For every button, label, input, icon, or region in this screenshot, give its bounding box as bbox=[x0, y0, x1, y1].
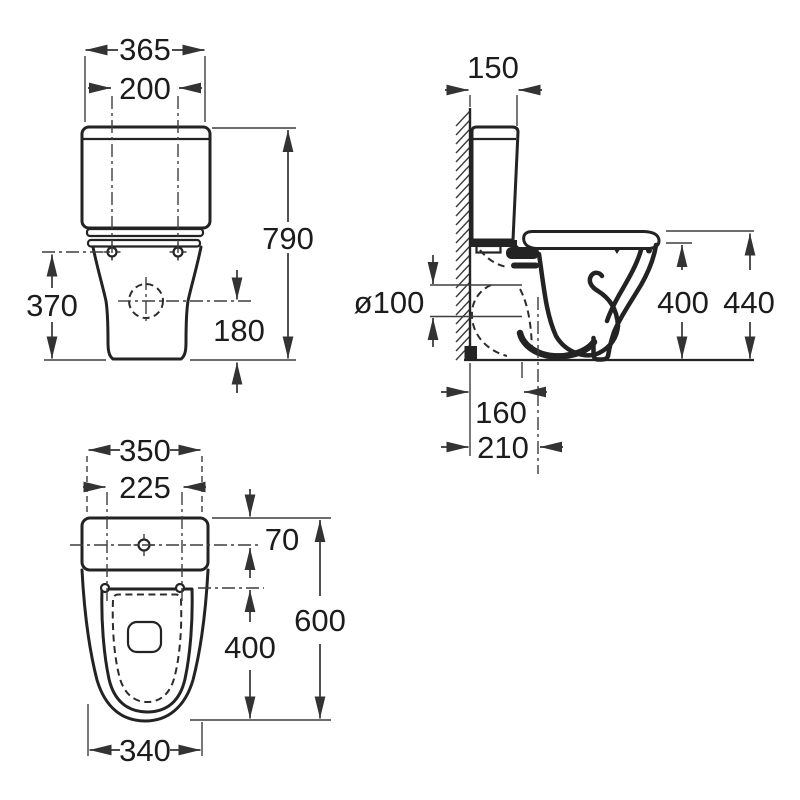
dim-plan-overall-depth: 600 bbox=[294, 520, 346, 719]
dim-label-370: 370 bbox=[26, 288, 78, 323]
dim-side-cistern-depth: 150 bbox=[445, 50, 542, 96]
dim-front-overall-height: 790 bbox=[262, 130, 314, 359]
dim-label-365: 365 bbox=[119, 32, 171, 67]
wall-floor-corner-block bbox=[464, 346, 477, 360]
dim-label-225: 225 bbox=[119, 470, 171, 505]
dim-plan-fixing-to-front: 400 bbox=[224, 590, 276, 719]
plan-bowl-outline bbox=[80, 568, 210, 723]
dim-label-210: 210 bbox=[477, 430, 529, 465]
front-cistern-base bbox=[85, 227, 205, 238]
dim-side-outlet-diameter: ø100 bbox=[354, 255, 439, 347]
dim-side-seat-height: 440 bbox=[723, 233, 775, 359]
wall-hatching bbox=[455, 110, 471, 361]
dim-label-600: 600 bbox=[294, 603, 346, 638]
plan-fixing-hole-left bbox=[99, 582, 111, 594]
seat-front-bumper bbox=[646, 247, 652, 254]
dim-front-fixing-height: 370 bbox=[26, 254, 78, 359]
dim-front-overall-width: 365 bbox=[85, 32, 205, 67]
inlet-hole-cross-ticks bbox=[133, 534, 155, 556]
side-seat-outline bbox=[522, 230, 661, 250]
dim-plan-inlet-offset: 70 bbox=[244, 489, 299, 578]
side-elevation-view: 150 ø100 400 440 160 210 bbox=[354, 50, 775, 474]
dim-label-400-plan: 400 bbox=[224, 630, 276, 665]
dim-front-fixing-centres: 200 bbox=[88, 71, 202, 106]
dim-label-o100: ø100 bbox=[354, 285, 425, 320]
dim-side-rim-height: 400 bbox=[657, 245, 709, 359]
bowl-front-outer-wall bbox=[605, 242, 659, 359]
front-pedestal-outline bbox=[91, 245, 203, 361]
side-cistern-outline bbox=[470, 125, 520, 242]
side-fixing-bracket bbox=[475, 244, 502, 254]
front-bowl-deck bbox=[86, 238, 202, 248]
dim-label-160: 160 bbox=[475, 395, 527, 430]
deck-curve bbox=[512, 240, 526, 252]
hidden-inlet-arc bbox=[479, 249, 508, 268]
dim-plan-rear-width: 350 bbox=[88, 433, 201, 468]
dim-label-340: 340 bbox=[119, 733, 171, 768]
plan-fixing-hole-right bbox=[174, 582, 186, 594]
dim-label-200: 200 bbox=[119, 71, 171, 106]
dim-label-440: 440 bbox=[723, 285, 775, 320]
dim-label-150: 150 bbox=[467, 50, 519, 85]
dim-plan-fixing-centres: 225 bbox=[83, 470, 206, 505]
trap-bottom bbox=[516, 329, 598, 360]
plan-view: 350 225 70 400 600 340 bbox=[70, 433, 346, 768]
dim-plan-front-width: 340 bbox=[89, 733, 201, 768]
dim-label-400-side: 400 bbox=[657, 285, 709, 320]
dim-side-outlet-centre: 210 bbox=[441, 430, 563, 465]
dim-label-70: 70 bbox=[265, 522, 299, 557]
side-cistern-base-bar bbox=[469, 240, 517, 247]
bowl-front-inner-wall bbox=[604, 247, 644, 324]
bowl-foot bbox=[591, 335, 611, 362]
dim-label-350: 350 bbox=[119, 433, 171, 468]
front-cistern-outline bbox=[80, 125, 212, 230]
rim-section-lower bbox=[511, 262, 539, 269]
dim-side-outlet-back: 160 bbox=[441, 386, 547, 430]
dim-label-790: 790 bbox=[262, 221, 314, 256]
plan-seat-outline bbox=[100, 587, 194, 714]
plan-cistern-outline bbox=[80, 516, 210, 572]
plan-flush-hole bbox=[126, 620, 163, 654]
rim-section-upper bbox=[506, 247, 539, 259]
front-elevation-view: 365 200 790 370 180 bbox=[26, 32, 314, 393]
dim-front-outlet-height: 180 bbox=[213, 270, 265, 393]
dim-label-180: 180 bbox=[213, 313, 265, 348]
plan-bowl-inner-hidden bbox=[111, 593, 183, 704]
